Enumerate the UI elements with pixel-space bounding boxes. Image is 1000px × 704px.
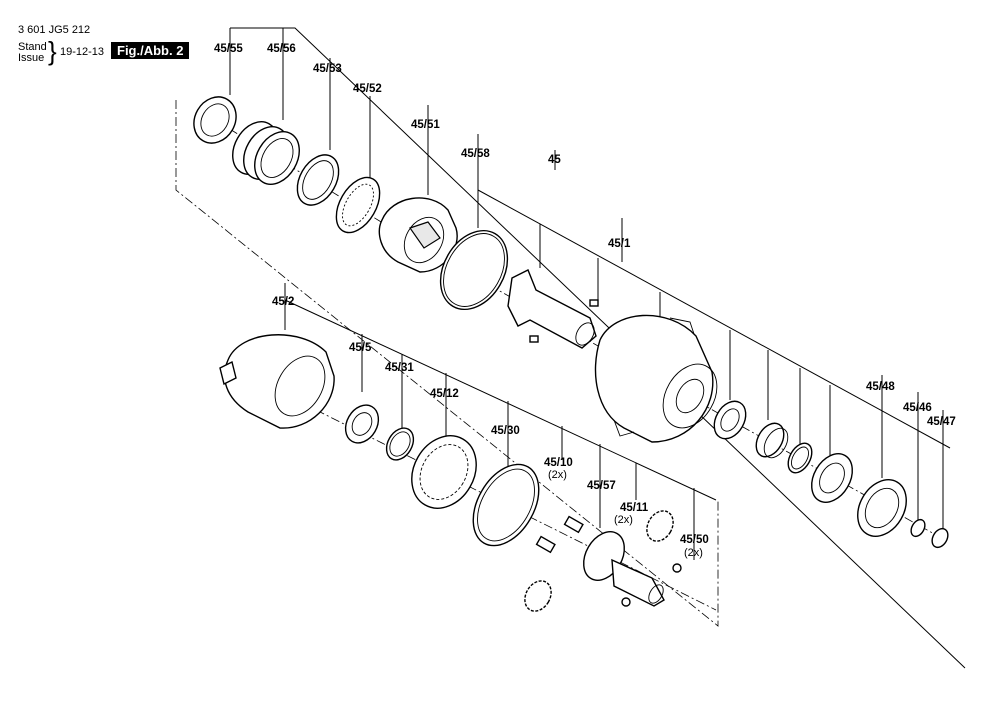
lower-bracket: [284, 283, 717, 560]
part-45-1-spindle: [507, 269, 599, 349]
part-45-10-pins: [535, 515, 584, 554]
part-45-51-hammer: [378, 197, 458, 273]
label-45-52: 45/52: [353, 83, 382, 95]
part-circlip: [787, 442, 813, 474]
label-45-48: 45/48: [866, 381, 895, 393]
part-45-55-ring: [193, 96, 237, 144]
label-45-50-qty: (2x): [684, 547, 703, 559]
part-labels: 45/55 45/56 45/53 45/52 45/51 45/58 45 4…: [214, 43, 956, 559]
label-45-55: 45/55: [214, 43, 243, 55]
label-45-12: 45/12: [430, 388, 459, 400]
part-45-56-spring: [232, 121, 300, 185]
part-45-48-threaded-ring: [857, 479, 907, 537]
brace-glyph: }: [48, 36, 57, 66]
label-45-46: 45/46: [903, 402, 932, 414]
label-45-56: 45/56: [267, 43, 296, 55]
part-45-12-ring-gear: [411, 435, 477, 509]
assembly-sub-bracket: [477, 189, 951, 462]
label-45-1: 45/1: [608, 238, 631, 250]
stand-label: Stand: [18, 41, 47, 53]
label-45-2: 45/2: [272, 296, 294, 308]
label-45-10-qty: (2x): [548, 469, 567, 481]
part-45-47-ring: [931, 527, 949, 549]
part-45-57-planet-carrier: [583, 531, 665, 607]
part-45-53-ring: [296, 154, 340, 206]
label-45-11: 45/11: [620, 502, 649, 514]
part-45-46-ring: [910, 518, 926, 538]
issue-date: 19-12-13: [60, 46, 105, 58]
label-45-53: 45/53: [313, 63, 342, 75]
label-45-10: 45/10: [544, 457, 573, 469]
label-45-51: 45/51: [411, 119, 440, 131]
label-45-5: 45/5: [349, 342, 372, 354]
label-45-50: 45/50: [680, 534, 709, 546]
part-45-1-housing: [594, 314, 718, 443]
part-45-31-ring: [385, 427, 415, 461]
part-45-11-planet-gears: [524, 510, 674, 612]
part-spring-small: [755, 422, 789, 459]
figure-label: Fig./Abb. 2: [111, 42, 190, 59]
label-45-58: 45/58: [461, 148, 490, 160]
part-bearing: [811, 453, 853, 503]
label-45-30: 45/30: [491, 425, 520, 437]
label-45: 45: [548, 154, 561, 166]
part-45-58-oring: [439, 229, 509, 311]
issue-label: Issue: [18, 52, 45, 64]
part-45-52-ball-race: [335, 176, 381, 234]
label-45-11-qty: (2x): [614, 514, 633, 526]
upper-bracket: [229, 27, 966, 669]
part-45-2-gear-housing: [219, 334, 335, 429]
part-45-50-balls: [621, 563, 682, 607]
document-number: 3 601 JG5 212: [18, 24, 91, 36]
label-45-57: 45/57: [587, 480, 616, 492]
label-45-47: 45/47: [927, 416, 956, 428]
label-45-31: 45/31: [385, 362, 414, 374]
part-45-5-seal: [344, 404, 380, 444]
part-nut: [713, 400, 747, 440]
part-45-30-washer: [472, 463, 540, 547]
